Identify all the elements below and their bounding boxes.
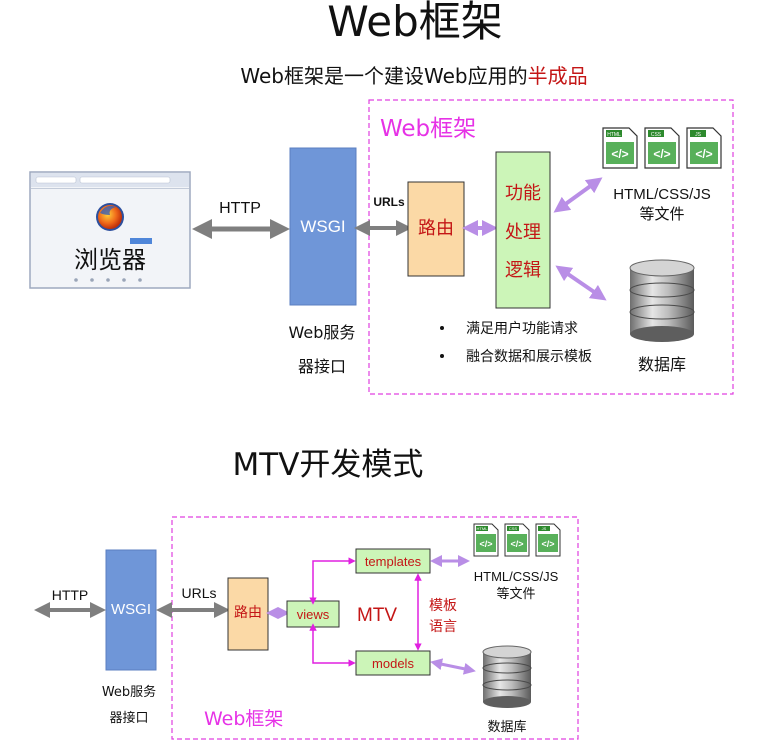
top-frame-label: Web框架 [380,116,476,142]
views-label: views [297,607,330,622]
logic-line-3: 逻辑 [505,260,541,281]
bottom-router-box [227,577,269,651]
firefox-logo-icon [96,203,124,231]
svg-text:</>: </> [611,147,628,161]
browser-label: 浏览器 [74,246,146,274]
top-wsgi-caption-2: 器接口 [298,357,346,376]
top-logic-db-arrow [555,265,607,301]
top-title: Web框架 [327,0,503,46]
bottom-framework-frame [171,516,579,740]
logic-line-1: 功能 [505,183,541,204]
js-file-icon: JS </> [686,127,722,169]
svg-text:</>: </> [541,539,554,549]
logic-line-2: 处理 [505,222,541,243]
top-framework-frame [368,99,734,395]
bottom-urls-label: URLs [181,585,216,601]
bottom-router-label: 路由 [234,605,262,621]
bullet-2: 融合数据和展示模板 [466,349,592,365]
html-file-icon: HTML </> [473,523,499,557]
bottom-wsgi-box [105,549,157,671]
bottom-wsgi-caption-1: Web服务 [102,684,156,700]
bottom-http-label: HTTP [52,587,89,603]
views-models-connector [309,623,356,667]
svg-text:</>: </> [695,147,712,161]
bottom-frame-label: Web框架 [204,708,283,730]
css-file-icon-tag: CSS [509,526,518,531]
models-box [355,650,431,676]
bullet-dot [440,354,444,358]
bottom-db-label: 数据库 [487,719,526,735]
bottom-wsgi-caption-2: 器接口 [109,710,148,726]
bottom-title: MTV开发模式 [233,447,424,483]
svg-text:</>: </> [479,539,492,549]
template-lang-2: 语言 [429,619,457,635]
top-logic-box [495,151,551,309]
template-lang-1: 模板 [429,598,457,614]
top-files-label-2: 等文件 [639,205,684,223]
models-db-arrow [430,658,476,675]
top-db-label: 数据库 [638,355,686,374]
bullet-1: 满足用户功能请求 [466,320,578,337]
bottom-files-label-2: 等文件 [496,586,535,602]
top-http-label: HTTP [219,200,261,217]
bullet-dot [440,326,444,330]
top-subtitle: Web框架是一个建设Web应用的半成品 [240,64,587,88]
views-templates-connector [309,557,356,605]
js-file-icon: JS </> [535,523,561,557]
top-files-label-1: HTML/CSS/JS [613,186,711,203]
html-file-icon-tag: HTML [607,132,621,138]
svg-text:</>: </> [653,147,670,161]
top-urls-label: URLs [373,195,405,209]
mtv-label: MTV [357,605,397,626]
js-file-icon-tag: JS [542,526,547,531]
top-database-icon [629,259,695,342]
top-wsgi-box [289,147,357,306]
views-box [286,600,340,628]
html-file-icon: HTML </> [602,127,638,169]
bottom-files-label-1: HTML/CSS/JS [474,569,559,584]
css-file-icon-tag: CSS [651,132,662,138]
top-logic-files-arrow [553,177,603,213]
subtitle-highlight: 半成品 [528,64,588,88]
bottom-database-icon [482,645,532,708]
models-label: models [372,656,414,671]
css-file-icon: CSS </> [644,127,680,169]
bottom-wsgi-label: WSGI [111,601,151,618]
js-file-icon-tag: JS [695,132,702,138]
top-wsgi-label: WSGI [300,217,345,236]
top-wsgi-caption-1: Web服务 [289,323,356,342]
css-file-icon: CSS </> [504,523,530,557]
subtitle-prefix: Web框架是一个建设Web应用的 [240,64,527,88]
top-router-label: 路由 [418,218,454,239]
templates-label: templates [365,554,422,569]
svg-text:</>: </> [510,539,523,549]
html-file-icon-tag: HTML [477,526,489,531]
